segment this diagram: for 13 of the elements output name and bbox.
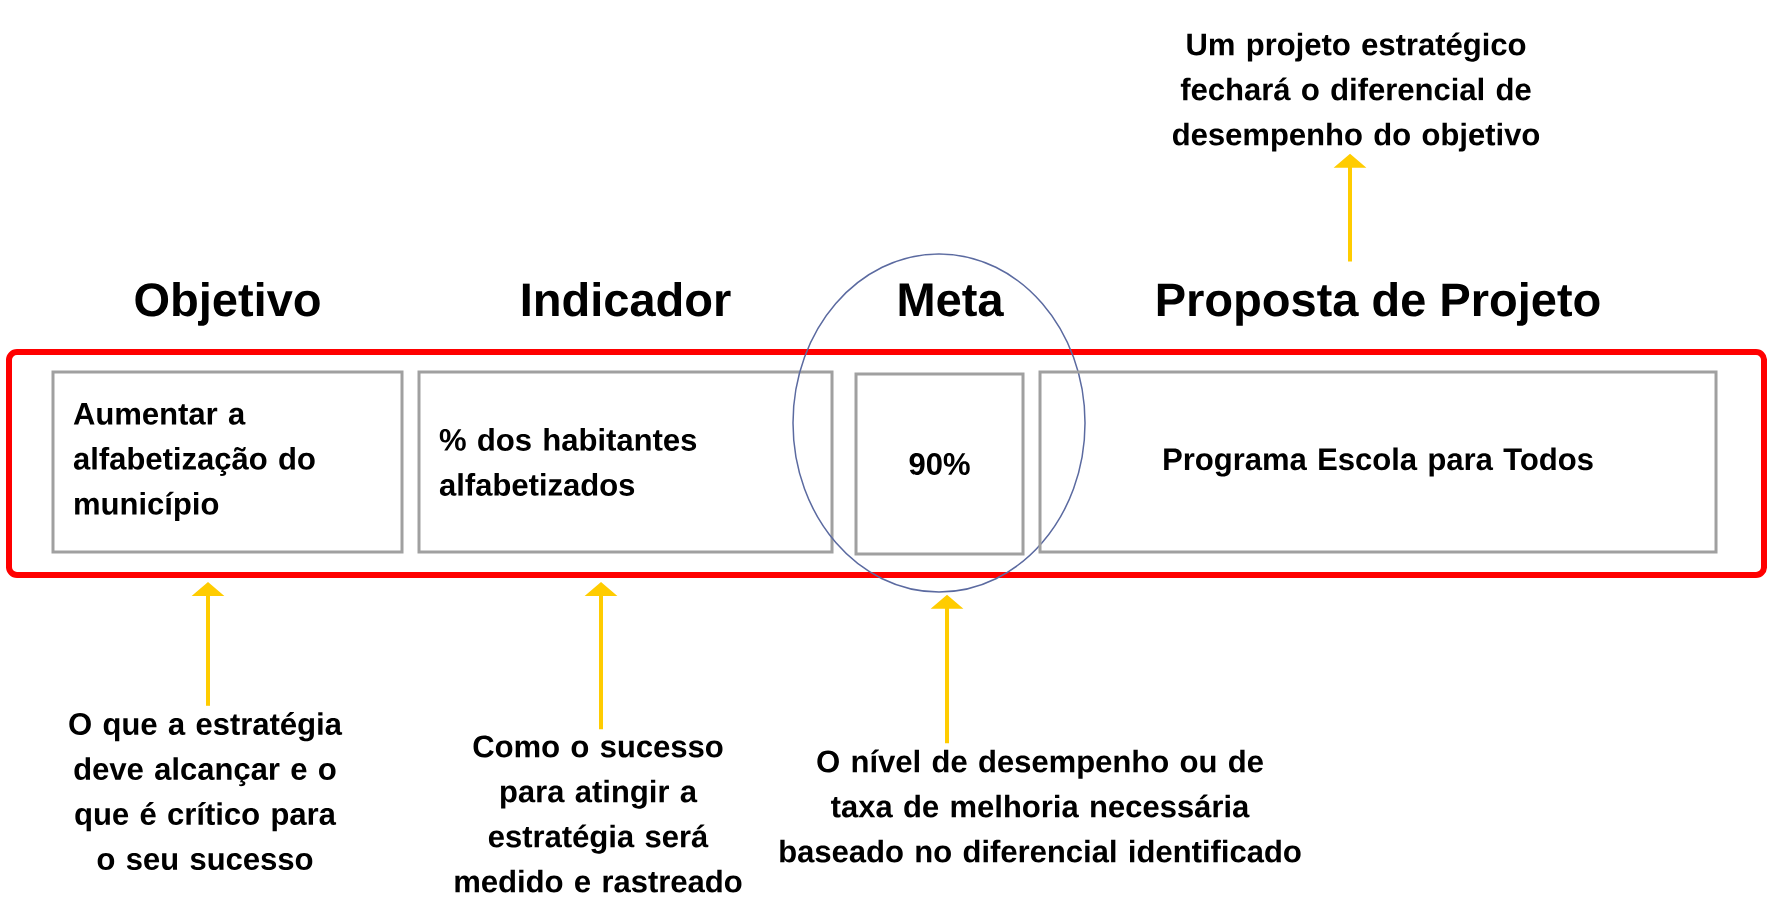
annotation-text: Como o sucesso para atingir a estratégia será medido e rastreado <box>455 735 742 893</box>
annotation-text: O nível de desempenho ou de taxa de melhoria necessária baseado no diferencial identificado <box>780 749 1301 863</box>
text-box: 90% <box>854 372 1025 556</box>
column-heading: Meta <box>899 283 1004 317</box>
text-box: Aumentar a alfabetização do município <box>51 370 404 554</box>
column-heading: Indicador <box>522 281 731 317</box>
annotation-text: Um projeto estratégico fechará o diferencial de desempenho do objetivo <box>1173 32 1540 152</box>
band-frame <box>6 349 1767 578</box>
column-heading: Objetivo <box>135 281 320 326</box>
text-box: Programa Escola para Todos <box>1038 370 1718 554</box>
annotation-text: O que a estratégia deve alcançar e o que é crítico para o seu sucesso <box>69 712 343 870</box>
text-box: % dos habitantes alfabetizados <box>417 370 834 554</box>
column-heading: Proposta de Projeto <box>1157 281 1600 326</box>
